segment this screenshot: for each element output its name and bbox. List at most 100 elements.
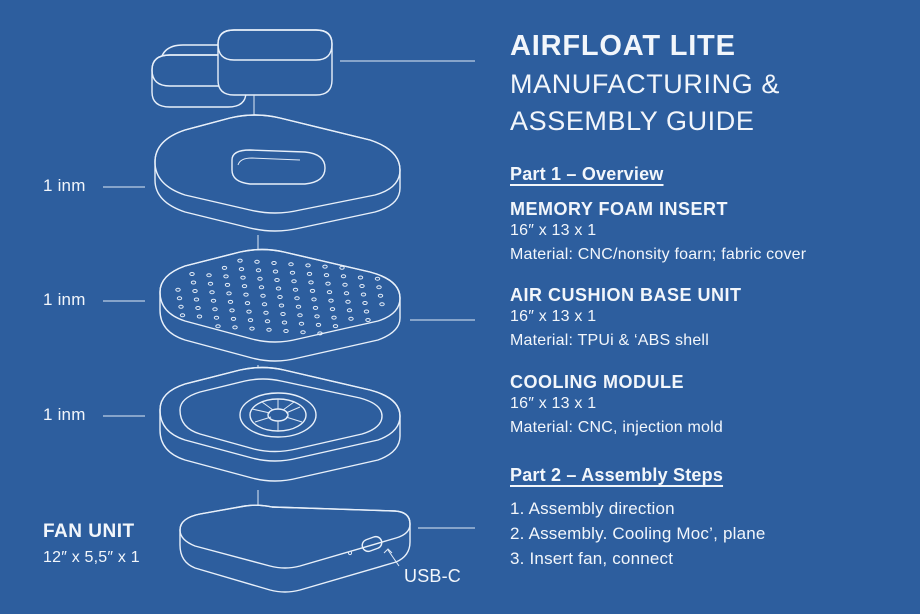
assembly-step-1: 1. Assembly direction bbox=[510, 499, 675, 518]
vent-hole bbox=[210, 298, 217, 303]
vent-hole bbox=[322, 264, 328, 269]
vent-hole bbox=[249, 326, 255, 331]
vent-hole bbox=[294, 296, 300, 301]
vent-hole bbox=[311, 297, 317, 302]
vent-hole bbox=[315, 322, 322, 327]
vent-hole bbox=[193, 297, 200, 302]
vent-hole bbox=[278, 303, 285, 308]
vent-hole bbox=[243, 292, 249, 297]
vent-hole bbox=[362, 301, 368, 305]
vent-hole bbox=[331, 315, 337, 320]
vent-hole bbox=[229, 308, 235, 313]
vent-hole bbox=[176, 296, 183, 301]
vent-hole bbox=[255, 268, 262, 273]
vent-hole bbox=[179, 313, 186, 318]
vent-hole bbox=[377, 293, 384, 298]
vent-hole bbox=[230, 316, 237, 321]
vent-hole bbox=[376, 285, 382, 290]
assembly-step-2: 2. Assembly. Cooling Moc’, plane bbox=[510, 524, 766, 543]
vent-hole bbox=[363, 309, 370, 314]
vent-hole bbox=[215, 324, 221, 329]
vent-hole bbox=[295, 304, 302, 309]
vent-hole bbox=[281, 320, 288, 325]
vent-hole bbox=[192, 289, 198, 293]
vent-hole bbox=[346, 308, 353, 313]
vent-hole bbox=[238, 267, 245, 272]
cooling-module-dims: 16″ x 13 x 1 bbox=[510, 395, 597, 412]
vent-hole bbox=[357, 275, 364, 280]
layer-2-thickness-label: 1 inm bbox=[43, 290, 86, 309]
vent-hole bbox=[312, 305, 319, 310]
vent-hole bbox=[237, 258, 243, 263]
air-cushion-base-material: Material: TPUi & ‘ABS shell bbox=[510, 332, 709, 349]
vent-hole bbox=[360, 292, 367, 297]
assembly-step-3: 3. Insert fan, connect bbox=[510, 549, 674, 568]
vent-hole bbox=[365, 318, 371, 322]
vent-hole bbox=[291, 279, 297, 284]
vent-hole bbox=[325, 281, 331, 286]
vent-hole bbox=[221, 265, 228, 270]
foam-block-right bbox=[217, 29, 333, 96]
cooling-module-material: Material: CNC, injection mold bbox=[510, 419, 723, 436]
vent-hole bbox=[264, 319, 271, 324]
vent-hole bbox=[339, 265, 345, 270]
layer-1-thickness-label: 1 inm bbox=[43, 176, 86, 195]
vent-hole bbox=[244, 301, 251, 306]
vent-hole bbox=[343, 291, 350, 296]
vent-hole bbox=[345, 299, 351, 304]
fan-unit-label: FAN UNIT bbox=[43, 521, 135, 542]
vent-hole bbox=[240, 275, 246, 280]
vent-hole bbox=[326, 290, 333, 295]
vent-hole-grid bbox=[175, 258, 385, 336]
vent-hole bbox=[314, 314, 320, 319]
vent-hole bbox=[272, 269, 279, 274]
vent-hole bbox=[374, 276, 381, 281]
vent-hole bbox=[263, 310, 269, 315]
vent-hole bbox=[195, 306, 201, 310]
fan-rotor bbox=[239, 392, 317, 438]
vent-hole bbox=[178, 304, 184, 309]
air-cushion-base-dims: 16″ x 13 x 1 bbox=[510, 308, 597, 325]
memory-foam-insert-material: Material: CNC/nonsity foarn; fabric cove… bbox=[510, 246, 807, 263]
guide-title-line-1: MANUFACTURING & bbox=[510, 69, 781, 99]
vent-hole bbox=[280, 312, 286, 316]
vent-hole bbox=[348, 316, 354, 321]
vent-hole bbox=[212, 307, 218, 312]
cooling-module-layer bbox=[103, 366, 401, 482]
vent-hole bbox=[232, 325, 238, 330]
vent-hole bbox=[288, 262, 294, 267]
vent-hole bbox=[332, 324, 339, 329]
vent-hole bbox=[328, 298, 334, 303]
vent-hole bbox=[359, 284, 365, 288]
vent-hole bbox=[277, 295, 283, 299]
vent-hole bbox=[213, 315, 220, 320]
vent-hole bbox=[189, 272, 195, 276]
vent-hole bbox=[305, 263, 311, 268]
part-2-heading: Part 2 – Assembly Steps bbox=[510, 465, 724, 485]
vent-hole bbox=[342, 282, 348, 287]
part-1-heading: Part 1 – Overview bbox=[510, 164, 664, 184]
vent-hole bbox=[298, 321, 305, 326]
memory-foam-insert-heading: MEMORY FOAM INSERT bbox=[510, 199, 729, 219]
vent-hole bbox=[241, 284, 248, 289]
cooling-module-heading: COOLING MODULE bbox=[510, 372, 684, 392]
vent-hole bbox=[283, 329, 289, 333]
vent-hole bbox=[308, 280, 314, 285]
vent-hole bbox=[260, 293, 266, 298]
product-title: AIRFLOAT LITE bbox=[510, 30, 736, 62]
vent-hole bbox=[223, 274, 229, 279]
vent-hole bbox=[323, 273, 330, 278]
vent-hole bbox=[196, 314, 203, 319]
memory-foam-insert-dims: 16″ x 13 x 1 bbox=[510, 222, 597, 239]
air-cushion-base-layer bbox=[103, 248, 475, 362]
vent-hole bbox=[258, 285, 265, 290]
vent-hole bbox=[224, 282, 231, 287]
vent-hole bbox=[257, 276, 263, 281]
vent-hole bbox=[340, 274, 347, 279]
vent-hole bbox=[292, 287, 299, 292]
vent-hole bbox=[297, 313, 303, 318]
vent-hole bbox=[266, 327, 272, 332]
vent-hole bbox=[175, 287, 181, 292]
